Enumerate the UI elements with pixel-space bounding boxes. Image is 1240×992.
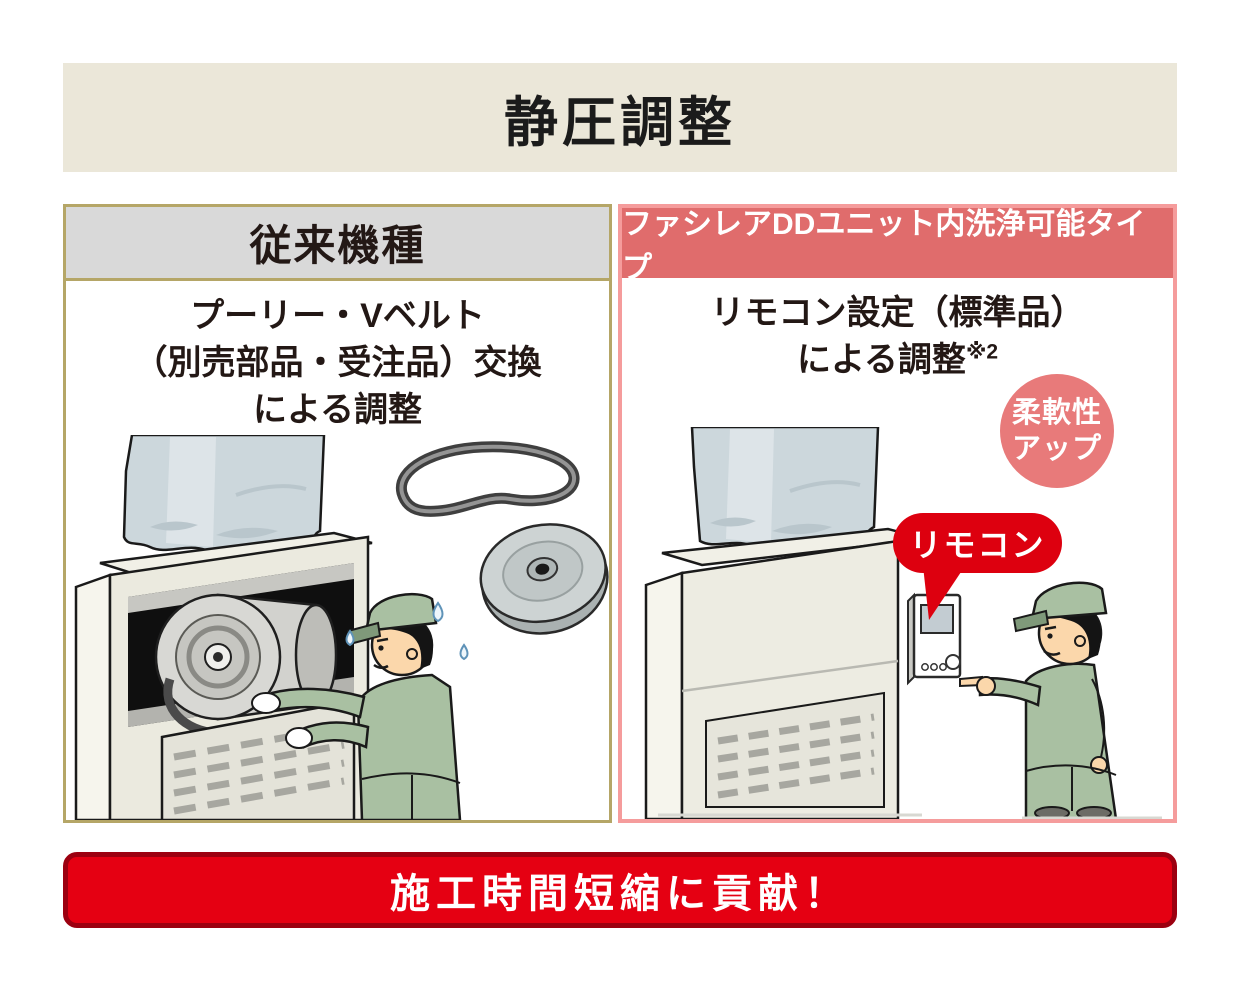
benefit-banner-label: 施工時間短縮に貢献！ [390, 872, 850, 916]
benefit-banner: 施工時間短縮に貢献！ [63, 852, 1177, 928]
belt-replacement-illustration [74, 435, 609, 820]
hvac-unit-icon [644, 539, 922, 819]
conventional-description: プーリー・Vベルト （別売部品・受注品）交換 による調整 [66, 293, 609, 434]
unit-top-plate [99, 531, 373, 577]
remocon-bubble-label: リモコン [909, 527, 1046, 563]
flexibility-badge: 柔軟性 アップ [1000, 374, 1114, 488]
facilea-panel: ファシレアDDユニット内洗浄可能タイプ リモコン設定（標準品） による調整※2 … [618, 204, 1177, 823]
duct-icon [122, 435, 326, 554]
v-belt-icon [395, 441, 580, 517]
conventional-panel-header: 従来機種 [66, 207, 609, 281]
conventional-panel: 従来機種 プーリー・Vベルト （別売部品・受注品）交換 による調整 [63, 204, 612, 823]
facilea-panel-header: ファシレアDDユニット内洗浄可能タイプ [622, 208, 1173, 285]
title-bar: 静圧調整 [63, 63, 1177, 172]
conventional-description-line3: による調整 [253, 390, 422, 429]
remote-control-icon [907, 592, 962, 686]
remote-adjustment-illustration [644, 427, 1162, 819]
conventional-description-line1: プーリー・Vベルト [190, 297, 485, 335]
facilea-description-line2: による調整※2 [796, 340, 999, 379]
worker-icon [251, 592, 469, 820]
blower-drum-icon [154, 593, 338, 738]
vent-grille [705, 691, 885, 808]
facilea-description-line1: リモコン設定（標準品） [710, 294, 1085, 332]
conventional-description-line2: （別売部品・受注品）交換 [133, 343, 542, 382]
pulley-icon [479, 523, 609, 635]
flexibility-badge-line2: アップ [1011, 433, 1102, 465]
hvac-unit-icon [74, 535, 370, 820]
worker-icon [959, 581, 1162, 819]
flexibility-badge-line1: 柔軟性 [1011, 396, 1102, 429]
duct-icon [690, 427, 880, 550]
page-title: 静圧調整 [504, 93, 736, 153]
footnote-marker: ※2 [965, 340, 999, 364]
remocon-bubble: リモコン [893, 513, 1062, 573]
facilea-description: リモコン設定（標準品） による調整※2 [622, 290, 1173, 384]
remocon-bubble-tail [923, 566, 965, 620]
